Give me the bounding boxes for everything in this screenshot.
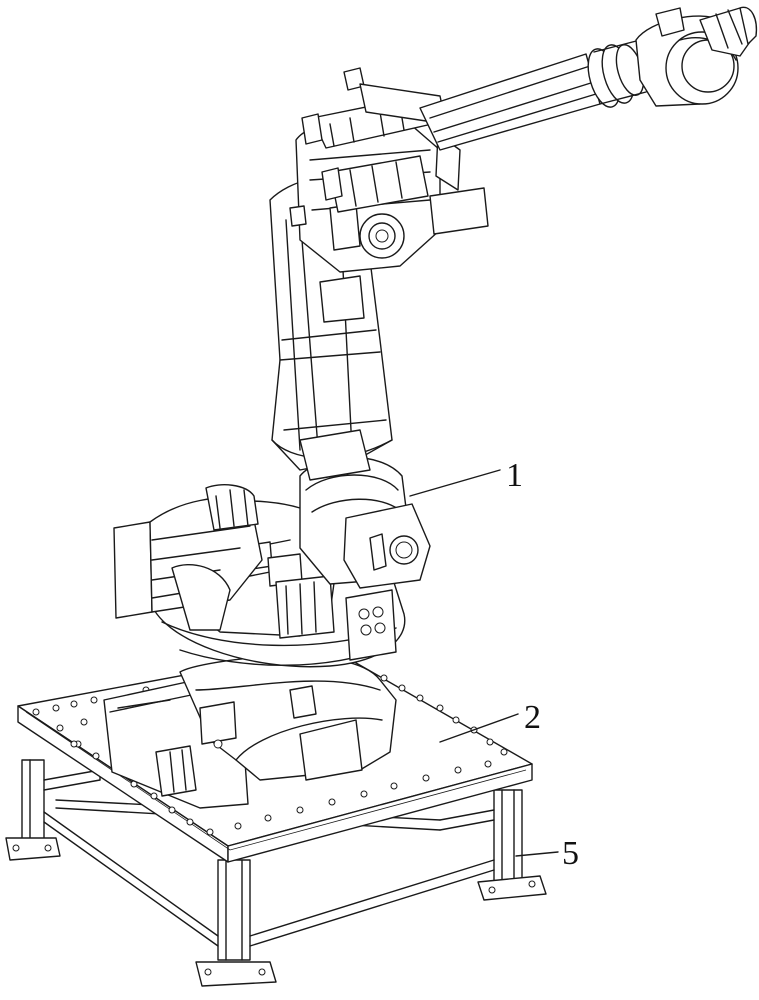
wrist bbox=[636, 7, 756, 106]
callout-1: 1 bbox=[506, 457, 523, 494]
callout-5: 5 bbox=[562, 835, 579, 872]
forearm-tube bbox=[420, 40, 649, 150]
leader-line-1 bbox=[410, 470, 500, 496]
callout-2: 2 bbox=[524, 699, 541, 736]
